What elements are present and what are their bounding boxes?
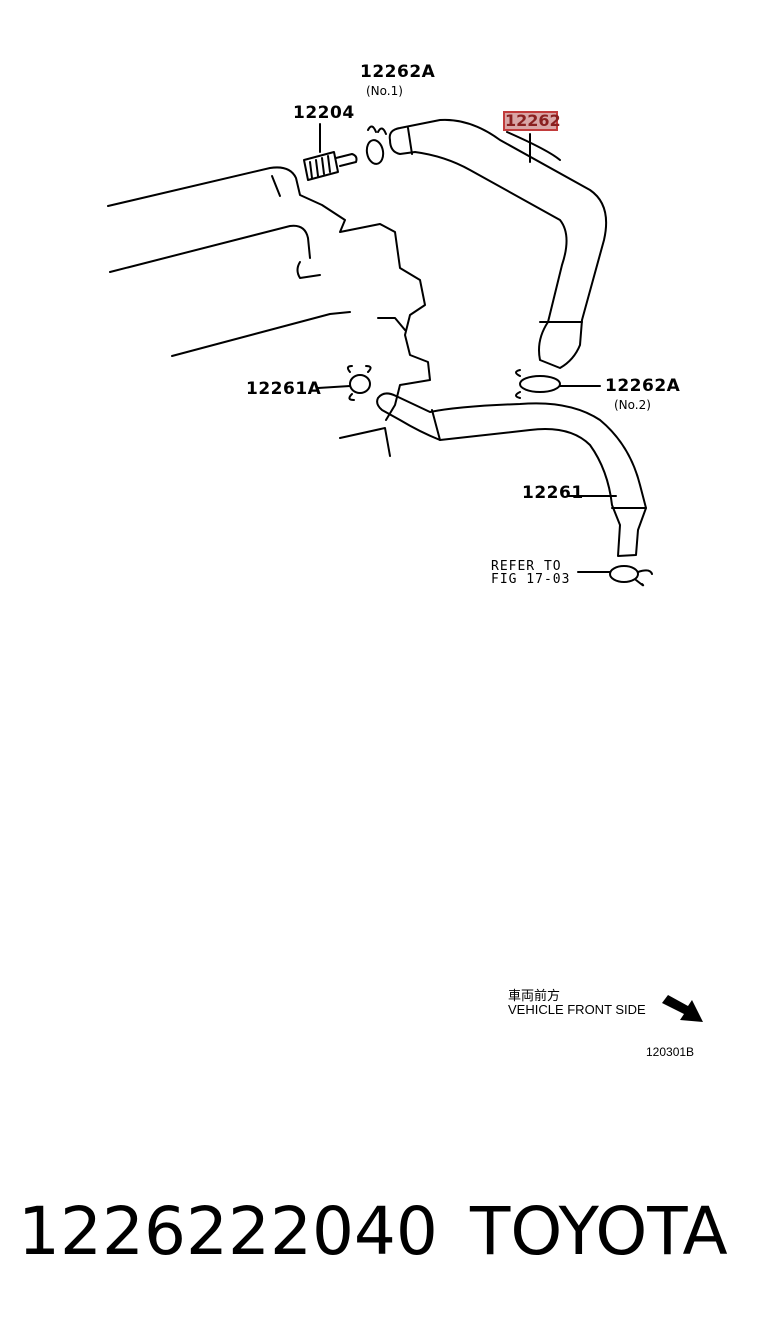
label-12261A[interactable]: 12261A — [246, 379, 322, 399]
label-12262A-no2-sub: (No.2) — [614, 398, 651, 412]
brand-name: TOYOTA — [470, 1193, 728, 1270]
part-number: 1226222040 — [18, 1193, 438, 1270]
label-12262-highlight[interactable]: 12262 — [503, 111, 561, 131]
label-12261[interactable]: 12261 — [522, 483, 584, 503]
engine-hose-drawing — [107, 118, 703, 1022]
vehicle-front-arrow — [662, 995, 703, 1022]
refer-line-1: REFER TO — [491, 559, 562, 574]
direction-label-en: VEHICLE FRONT SIDE — [508, 1002, 646, 1017]
figure-code: 120301B — [646, 1045, 695, 1059]
direction-label-jp: 車両前方 — [508, 988, 561, 1003]
label-12204[interactable]: 12204 — [293, 103, 355, 123]
label-12262A-no2[interactable]: 12262A — [605, 376, 681, 396]
hose-12261-outline — [376, 392, 647, 557]
engine-outline — [107, 166, 431, 421]
label-12262A-no1-sub: (No.1) — [366, 84, 403, 98]
hose-12262-outline — [388, 118, 608, 369]
label-12262A-no1[interactable]: 12262A — [360, 62, 436, 82]
refer-line-2: FIG 17-03 — [491, 572, 571, 587]
parts-diagram: 12262A (No.1) 12204 12262 12261A 12262A … — [107, 62, 703, 1059]
